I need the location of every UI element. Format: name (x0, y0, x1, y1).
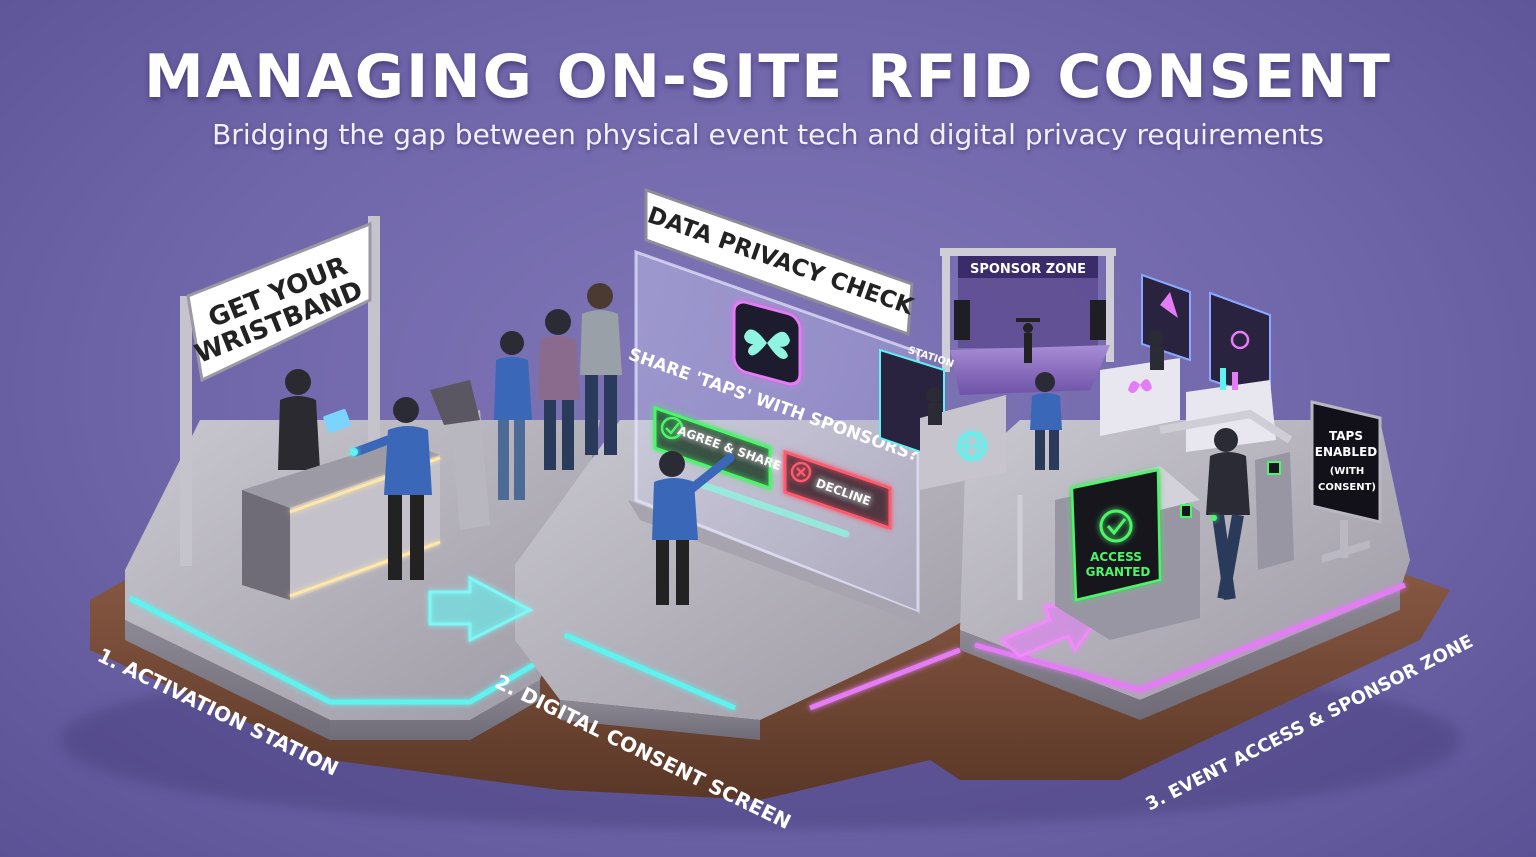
attendee-figure (350, 397, 432, 580)
queue-figures (494, 283, 622, 500)
consent-glass-panel (628, 249, 930, 628)
check-icon (660, 416, 684, 440)
sponsor-zone-banner (958, 256, 1098, 278)
pink-floor-light (809, 647, 961, 711)
access-text: ACCESS (1090, 550, 1142, 564)
attendee-at-screen (652, 451, 735, 605)
sponsor-zone-text: SPONSOR ZONE (970, 262, 1086, 277)
check-in-kiosk (430, 380, 490, 530)
tablet-icon (323, 409, 351, 433)
globe-icon (957, 431, 987, 461)
close-icon (790, 461, 812, 483)
taps-line1: TAPS (1329, 429, 1363, 443)
page-subtitle: Bridging the gap between physical event … (212, 118, 1324, 151)
pink-floor-light-2 (974, 582, 1406, 693)
check-icon (1099, 509, 1133, 543)
access-gate: ACCESS GRANTED (1017, 409, 1294, 640)
gate-screen (1070, 468, 1162, 602)
arrow-right-icon (428, 575, 534, 643)
attendee-in-zone (1030, 372, 1062, 470)
taps-line3: (WITH (1330, 466, 1365, 477)
taps-enabled-sign: TAPS ENABLED (WITH CONSENT) (1310, 400, 1382, 563)
cyan-floor-light (128, 595, 537, 705)
taps-line4: CONSENT) (1318, 482, 1376, 493)
staff-figure (278, 369, 351, 470)
page-title: MANAGING ON-SITE RFID CONSENT (144, 42, 1392, 112)
attendee-through-gate (1206, 428, 1250, 601)
booth-station: STATION (879, 345, 1006, 490)
cyan-floor-light-2 (564, 632, 736, 711)
taps-line2: ENABLED (1315, 445, 1378, 459)
sponsor-stage: SPONSOR ZONE (940, 248, 1116, 395)
granted-text: GRANTED (1086, 565, 1151, 579)
progress-bar (696, 480, 850, 538)
butterfly-logo-icon (732, 300, 802, 386)
decline-button[interactable]: DECLINE (783, 449, 892, 531)
